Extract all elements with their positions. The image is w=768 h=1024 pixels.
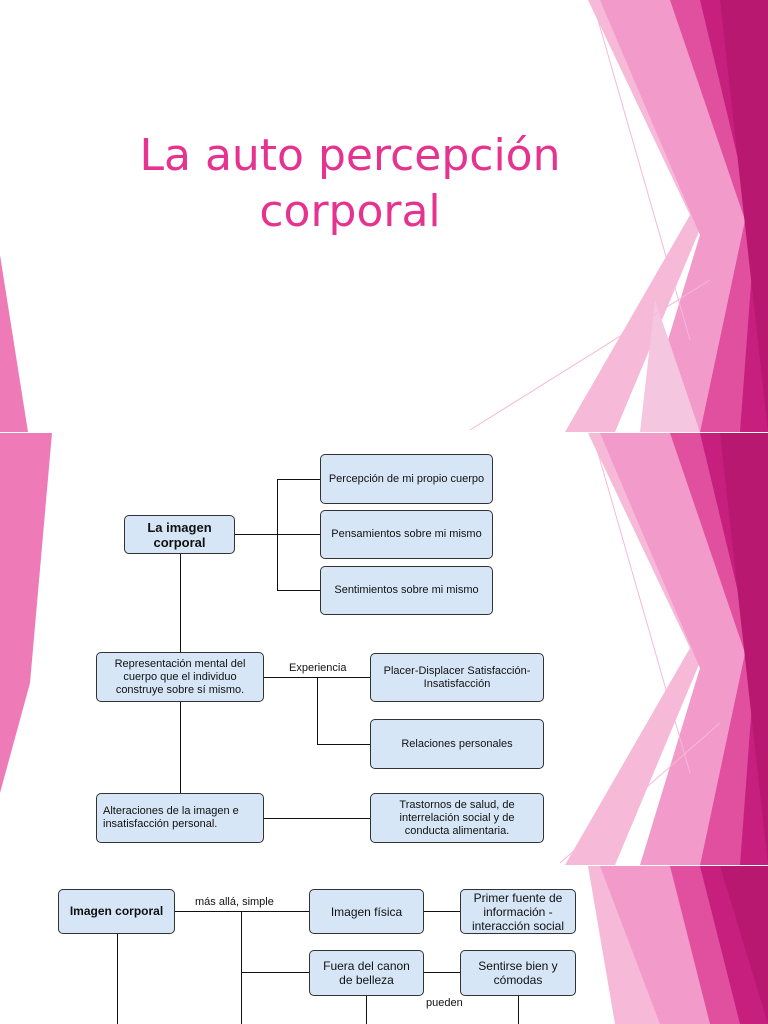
decorative-shapes xyxy=(0,0,768,432)
title-line-1: La auto percepción xyxy=(139,130,561,181)
node-perception: Percepción de mi propio cuerpo xyxy=(320,454,493,504)
node-root-2: Imagen corporal xyxy=(58,889,175,934)
node-physical-image: Imagen física xyxy=(309,889,424,934)
node-thoughts: Pensamientos sobre mi mismo xyxy=(320,510,493,559)
node-feel-good: Sentirse bien y cómodas xyxy=(460,950,576,996)
node-alterations: Alteraciones de la imagen e insatisfacci… xyxy=(96,793,264,843)
node-disorders: Trastornos de salud, de interrelación so… xyxy=(370,793,544,843)
node-feelings: Sentimientos sobre mi mismo xyxy=(320,566,493,615)
edge-label-experience: Experiencia xyxy=(289,662,347,674)
slide-concept-map-1: La imagen corporal Percepción de mi prop… xyxy=(0,433,768,865)
decorative-shapes xyxy=(0,433,768,865)
node-first-source: Primer fuente de información - interacci… xyxy=(460,889,576,934)
node-root: La imagen corporal xyxy=(124,515,235,554)
decorative-shapes xyxy=(588,866,768,1024)
slide-title-text: La auto percepción corporal xyxy=(60,128,640,240)
node-relations: Relaciones personales xyxy=(370,719,544,769)
edge-label-can: pueden xyxy=(426,997,463,1009)
node-representation: Representación mental del cuerpo que el … xyxy=(96,652,264,702)
slide-title: La auto percepción corporal xyxy=(0,0,768,432)
title-line-2: corporal xyxy=(259,186,441,237)
node-pleasure: Placer-Displacer Satisfacción-Insatisfac… xyxy=(370,653,544,702)
node-out-of-canon: Fuera del canon de belleza xyxy=(309,950,424,996)
edge-label-beyond: más allá, simple xyxy=(195,896,274,908)
slide-concept-map-2: Imagen corporal más allá, simple Imagen … xyxy=(0,866,768,1024)
